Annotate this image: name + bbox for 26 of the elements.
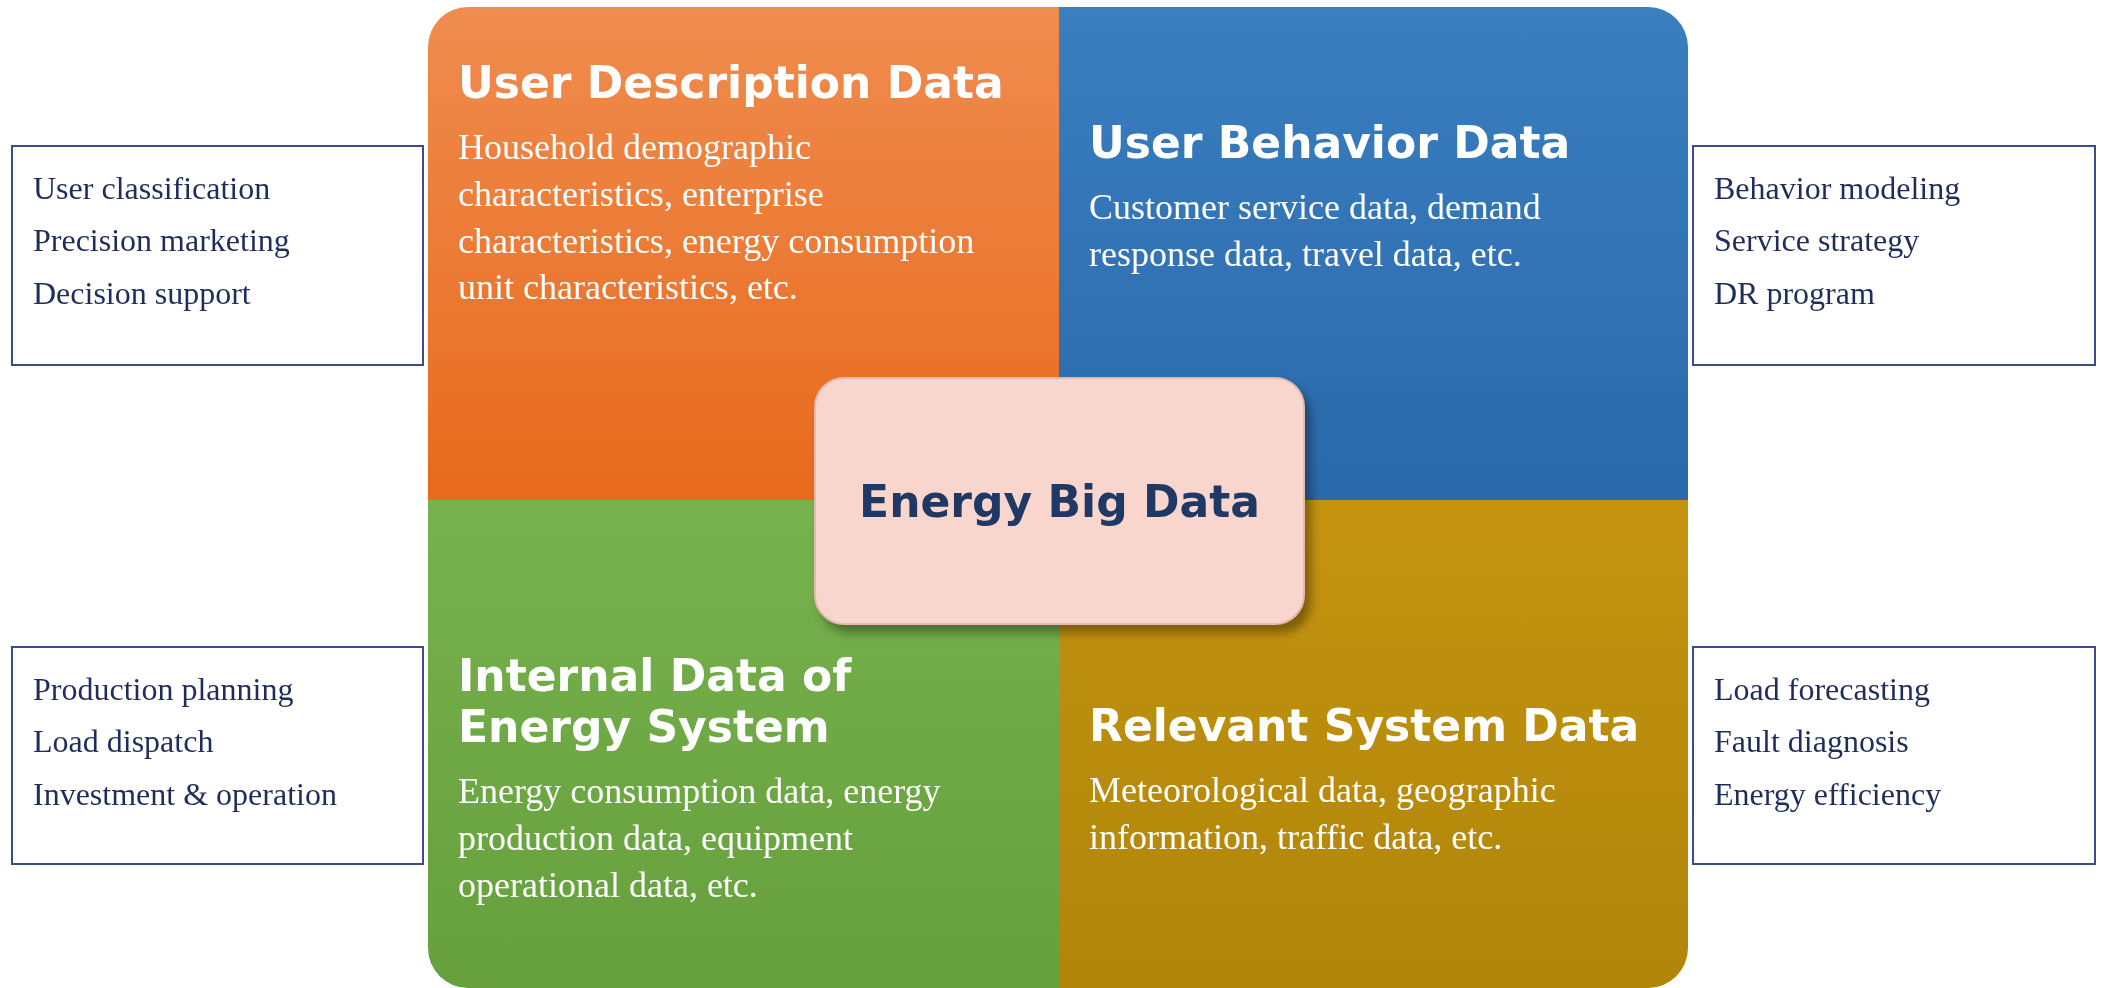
application-box — [1692, 646, 2096, 865]
application-item: Decision support — [33, 273, 252, 313]
application-item: Investment & operation — [33, 774, 338, 814]
application-item: User classification — [33, 169, 272, 208]
application-box — [11, 145, 424, 366]
application-item: Load dispatch — [33, 722, 215, 762]
center-title: Energy Big Data — [859, 475, 1260, 527]
application-box — [1692, 145, 2096, 366]
panel-description: Energy consumption data, energy production data, equipment operational data, etc. — [458, 770, 942, 907]
application-item: Production planning — [33, 670, 295, 709]
panel-description: Meteorological data, geographic information, traffic data, etc. — [1089, 769, 1557, 859]
panel-heading: User Behavior Data — [1089, 117, 1572, 168]
application-item: Fault diagnosis — [1714, 722, 1910, 762]
application-item: Behavior modeling — [1714, 169, 1962, 208]
application-item: Energy efficiency — [1714, 774, 1943, 814]
panel-description: Household demographic characteristics, enterprise characteristics, energy consumption unit characteristics, etc. — [458, 126, 976, 310]
panel-description: Customer service data, demand response data, travel data, etc. — [1089, 186, 1542, 276]
center-box — [814, 377, 1305, 625]
application-box — [11, 646, 424, 865]
panel-heading: Internal Data of Energy System — [458, 650, 853, 752]
panel-heading: User Description Data — [458, 57, 1005, 108]
panel-heading: Relevant System Data — [1089, 700, 1641, 751]
application-item: Precision marketing — [33, 221, 291, 261]
application-item: Load forecasting — [1714, 670, 1931, 709]
application-item: DR program — [1714, 273, 1876, 313]
application-item: Service strategy — [1714, 221, 1921, 261]
